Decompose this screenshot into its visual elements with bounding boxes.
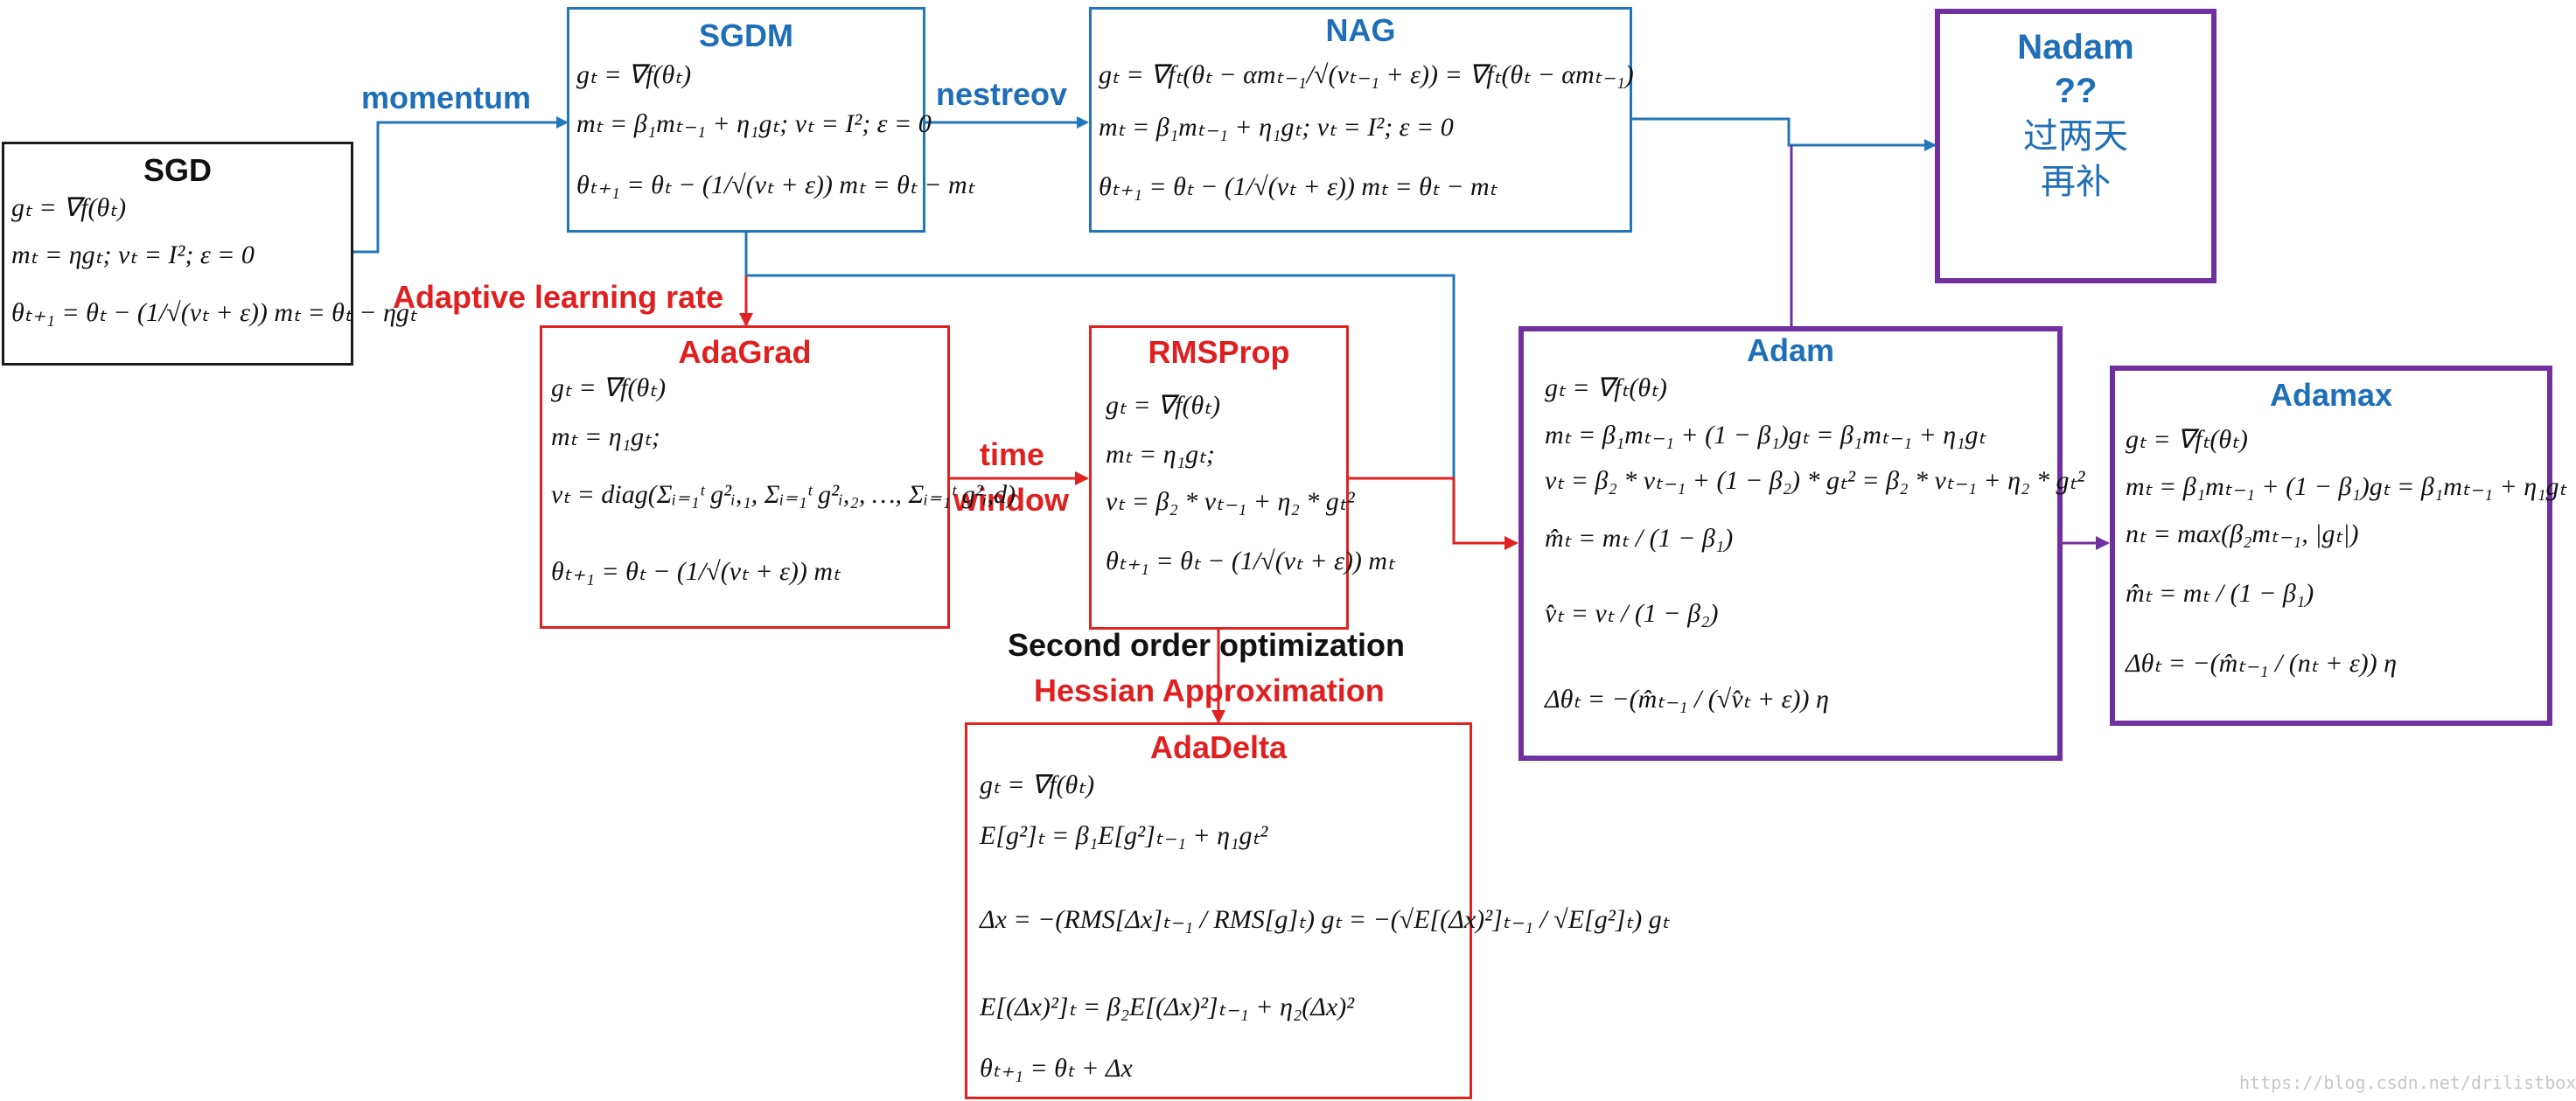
nadam-question: ?? xyxy=(2054,72,2098,110)
sgdm-eq-1: gₜ = ∇f(θₜ) xyxy=(576,60,692,89)
edge-sgd-sgdm xyxy=(353,116,569,254)
adamax-eq-2: mₜ = β₁mₜ₋₁ + (1 − β₁)gₜ = β₁mₜ₋₁ + η₁gₜ xyxy=(2126,472,2567,501)
sgdm-eq-3: θₜ₊₁ = θₜ − (1/√(vₜ + ε)) mₜ = θₜ − mₜ xyxy=(576,171,975,199)
adagrad-box: AdaGrad gₜ = ∇f(θₜ) mₜ = η₁gₜ; vₜ = diag… xyxy=(540,325,1016,629)
rmsprop-eq-2: mₜ = η₁gₜ; xyxy=(1106,440,1215,469)
nestreov-label: nestreov xyxy=(936,76,1068,112)
rmsprop-box: RMSProp gₜ = ∇f(θₜ) mₜ = η₁gₜ; vₜ = β₂ *… xyxy=(1089,325,1395,630)
edge-rmsprop-adam xyxy=(1349,477,1518,550)
adadelta-eq-3: Δx = −(RMS[Δx]ₜ₋₁ / RMS[g]ₜ) gₜ = −(√E[(… xyxy=(980,905,1670,934)
adamax-eq-1: gₜ = ∇fₜ(θₜ) xyxy=(2126,425,2248,454)
adagrad-eq-3: vₜ = diag(Σᵢ₌₁ᵗ g²ᵢ,₁, Σᵢ₌₁ᵗ g²ᵢ,₂, …, Σ… xyxy=(551,480,1016,509)
adam-eq-1: gₜ = ∇fₜ(θₜ) xyxy=(1545,373,1667,402)
sgdm-title: SGDM xyxy=(699,17,793,53)
rmsprop-title: RMSProp xyxy=(1148,334,1290,370)
edge-nag-nadam xyxy=(1632,117,1937,151)
adadelta-title: AdaDelta xyxy=(1149,729,1288,765)
rmsprop-eq-3: vₜ = β₂ * vₜ₋₁ + η₂ * gₜ² xyxy=(1106,487,1355,516)
adam-eq-2: mₜ = β₁mₜ₋₁ + (1 − β₁)gₜ = β₁mₜ₋₁ + η₁gₜ xyxy=(1545,421,1986,449)
adagrad-eq-4: θₜ₊₁ = θₜ − (1/√(vₜ + ε)) mₜ xyxy=(551,557,841,586)
adamax-eq-5: Δθₜ = −(m̂ₜ₋₁ / (nₜ + ε)) η xyxy=(2126,649,2398,678)
window-label: window xyxy=(953,482,1069,518)
sgd-box: SGD gₜ = ∇f(θₜ) mₜ = ηgₜ; vₜ = I²; ε = 0… xyxy=(2,142,417,366)
adagrad-eq-1: gₜ = ∇f(θₜ) xyxy=(551,373,667,402)
sgdm-box: SGDM gₜ = ∇f(θₜ) mₜ = β₁mₜ₋₁ + η₁gₜ; vₜ … xyxy=(567,7,975,233)
edge-sgdm-adam xyxy=(744,233,1456,479)
adagrad-eq-2: mₜ = η₁gₜ; xyxy=(551,422,660,451)
second-order-optimization-label: Second order optimization xyxy=(1008,627,1406,663)
nadam-note-1: 过两天 xyxy=(2023,117,2128,156)
rmsprop-eq-4: θₜ₊₁ = θₜ − (1/√(vₜ + ε)) mₜ xyxy=(1106,547,1395,575)
sgdm-eq-2: mₜ = β₁mₜ₋₁ + η₁gₜ; vₜ = I²; ε = 0 xyxy=(576,109,932,138)
sgd-eq-3: θₜ₊₁ = θₜ − (1/√(vₜ + ε)) mₜ = θₜ − ηgₜ xyxy=(11,298,417,327)
adadelta-eq-5: θₜ₊₁ = θₜ + Δx xyxy=(980,1054,1133,1083)
momentum-label: momentum xyxy=(361,80,532,115)
sgd-title: SGD xyxy=(143,152,212,188)
adam-eq-5: v̂ₜ = vₜ / (1 − β₂) xyxy=(1545,599,1719,628)
adamax-eq-4: m̂ₜ = mₜ / (1 − β₁) xyxy=(2126,579,2314,608)
nag-eq-1: gₜ = ∇fₜ(θₜ − αmₜ₋₁/√(vₜ₋₁ + ε)) = ∇fₜ(θ… xyxy=(1099,60,1634,89)
nag-box: NAG gₜ = ∇fₜ(θₜ − αmₜ₋₁/√(vₜ₋₁ + ε)) = ∇… xyxy=(1089,7,1634,233)
adam-title: Adam xyxy=(1746,332,1835,368)
adadelta-eq-2: E[g²]ₜ = β₁E[g²]ₜ₋₁ + η₁gₜ² xyxy=(980,821,1268,850)
adaptive-learning-rate-label: Adaptive learning rate xyxy=(393,279,724,315)
hessian-approximation-label: Hessian Approximation xyxy=(1034,672,1385,708)
nadam-note-2: 再补 xyxy=(2041,163,2111,201)
adamax-box: Adamax gₜ = ∇fₜ(θₜ) mₜ = β₁mₜ₋₁ + (1 − β… xyxy=(2110,366,2566,726)
nadam-box: Nadam ?? 过两天 再补 xyxy=(1935,9,2216,283)
adam-box: Adam gₜ = ∇fₜ(θₜ) mₜ = β₁mₜ₋₁ + (1 − β₁)… xyxy=(1518,326,2084,761)
adam-eq-3: vₜ = β₂ * vₜ₋₁ + (1 − β₂) * gₜ² = β₂ * v… xyxy=(1545,466,2085,495)
adagrad-title: AdaGrad xyxy=(678,334,812,370)
adadelta-eq-1: gₜ = ∇f(θₜ) xyxy=(980,770,1095,799)
nag-title: NAG xyxy=(1325,12,1396,48)
time-label: time xyxy=(980,436,1045,472)
sgd-eq-2: mₜ = ηgₜ; vₜ = I²; ε = 0 xyxy=(11,240,255,269)
adam-eq-4: m̂ₜ = mₜ / (1 − β₁) xyxy=(1545,524,1734,553)
adamax-title: Adamax xyxy=(2269,377,2393,413)
nag-eq-2: mₜ = β₁mₜ₋₁ + η₁gₜ; vₜ = I²; ε = 0 xyxy=(1099,113,1454,142)
sgd-eq-1: gₜ = ∇f(θₜ) xyxy=(11,193,127,222)
rmsprop-eq-1: gₜ = ∇f(θₜ) xyxy=(1106,391,1221,420)
adadelta-eq-4: E[(Δx)²]ₜ = β₂E[(Δx)²]ₜ₋₁ + η₂(Δx)² xyxy=(980,993,1355,1021)
nag-eq-3: θₜ₊₁ = θₜ − (1/√(vₜ + ε)) mₜ = θₜ − mₜ xyxy=(1099,172,1497,201)
adam-eq-6: Δθₜ = −(m̂ₜ₋₁ / (√v̂ₜ + ε)) η xyxy=(1545,685,1829,714)
adamax-eq-3: nₜ = max(β₂mₜ₋₁, |gₜ|) xyxy=(2126,519,2359,548)
nadam-title: Nadam xyxy=(2017,28,2134,66)
watermark: https://blog.csdn.net/drilistbox xyxy=(2239,1072,2576,1093)
adadelta-box: AdaDelta gₜ = ∇f(θₜ) E[g²]ₜ = β₁E[g²]ₜ₋₁… xyxy=(965,722,1670,1099)
